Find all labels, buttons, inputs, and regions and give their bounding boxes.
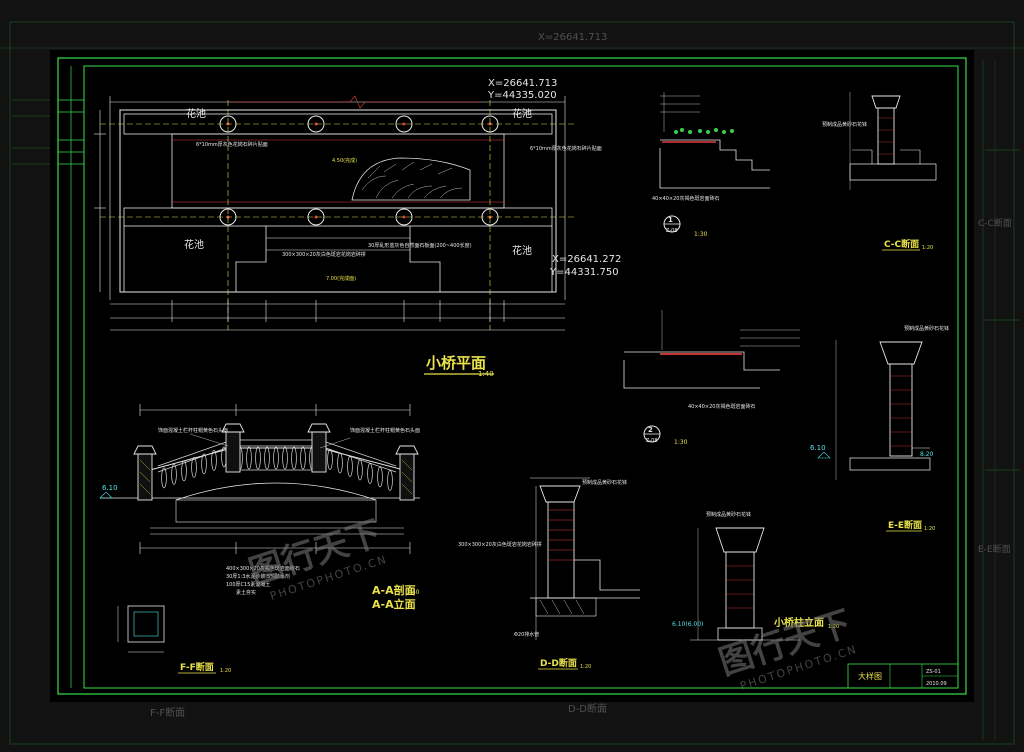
baluster <box>161 467 167 489</box>
plan-scale: 1:40 <box>478 370 494 378</box>
detail-1-note: 40×40×20灰褐色斑岩面砖石 <box>652 195 719 202</box>
pillar-note: 预制成品黄砂石花钵 <box>706 511 751 518</box>
ghost-ee-label: E-E断面 <box>978 543 1011 555</box>
baluster <box>264 446 270 470</box>
detail-2-ref: Z-08 <box>646 438 658 444</box>
baluster <box>211 450 217 471</box>
ff-title: F-F断面 <box>180 661 214 673</box>
svg-text:2: 2 <box>648 426 653 434</box>
plan-coord-ne-x: X=26641.713 <box>488 78 557 89</box>
flower-bed-label-sw: 花池 <box>184 238 204 251</box>
flower-bed-label-nw: 花池 <box>186 107 206 120</box>
svg-text:1: 1 <box>668 216 673 224</box>
drawing-sheet <box>50 50 974 702</box>
aa-scale: 1:40 <box>406 589 420 596</box>
outer-frame <box>57 57 967 695</box>
baluster <box>327 449 333 470</box>
baluster <box>181 460 187 482</box>
flower-bed-label-se: 花池 <box>512 244 532 257</box>
pillar-elevation-mark: 6.10(6.00) <box>672 621 703 628</box>
baluster <box>347 456 353 477</box>
baluster <box>171 464 177 485</box>
cc-note: 预制成品黄砂石花钵 <box>822 121 867 128</box>
detail-1-ref: Z-08 <box>666 228 678 234</box>
ee-note: 预制成品黄砂石花钵 <box>904 325 949 332</box>
aa-section-title: A-A剖面 <box>372 583 416 597</box>
ghost-cc-label: C-C断面 <box>978 217 1012 229</box>
detail-1-scale: 1:30 <box>694 231 708 238</box>
ghost-coordinate-label: X=26641.713 <box>538 32 607 43</box>
section-ee: 6.10 8.20 预制成品黄砂石花钵 E-E断面 1:20 <box>810 325 949 532</box>
dd-note-cap: 预制成品黄砂石花钵 <box>582 479 627 486</box>
flower-bed-label-ne: 花池 <box>512 107 532 120</box>
baluster <box>246 446 252 470</box>
title-block-date: 2010.09 <box>926 681 947 687</box>
plan-title: 小桥平面 <box>426 354 486 372</box>
aa-note-bottom-3: 100厚C15素混凝土 <box>226 581 270 588</box>
baluster <box>387 470 393 491</box>
ee-scale: 1:20 <box>924 526 935 532</box>
title-block-code: ZS-01 <box>926 669 941 675</box>
aa-elevation-title: A-A立面 <box>372 597 416 611</box>
baluster <box>273 446 279 470</box>
plan-note-paving-left: 6*10mm厚灰色花岗石碎片贴面 <box>196 141 268 148</box>
aa-elevation-left: 6.10 <box>102 484 118 492</box>
detail-2-edge: 2 Z-08 1:30 40×40×20灰褐色斑岩面砖石 <box>623 310 800 446</box>
baluster <box>377 466 383 488</box>
cc-title: C-C断面 <box>884 238 919 250</box>
dd-note-pipe: Φ20排水管 <box>514 631 539 638</box>
baluster <box>201 453 207 475</box>
aa-note-bottom-2: 30厚1:3水泥砂浆,5%防水剂 <box>226 573 290 580</box>
plan-note-center: 300×300×20灰白色斑岩花岗岩碎拼 <box>282 251 366 258</box>
baluster <box>255 446 261 470</box>
aa-note-bottom-1: 400×300×20灰褐色斑岩面砖石 <box>226 565 300 572</box>
baluster <box>191 457 197 478</box>
plan-note-paving-right: 6*10mm厚灰色花岗石碎片贴面 <box>530 145 602 152</box>
ee-elevation-1: 6.10 <box>810 444 826 452</box>
plan-elevation-2: 7.00(完成面) <box>326 275 356 282</box>
section-ff: F-F断面 1:20 <box>117 605 231 674</box>
aa-note-left: 饰面混凝土栏杆柱帽黄色石头面 <box>158 427 228 434</box>
bridge-plan-view: 花池 花池 花池 花池 X=26641.713 Y=44335.020 X=26… <box>94 78 621 378</box>
plan-coord-se-y: Y=44331.750 <box>549 267 619 278</box>
title-block-name: 大样图 <box>858 671 882 681</box>
aa-note-bottom-4: 素土夯实 <box>236 589 256 596</box>
section-cc: 预制成品黄砂石花钵 C-C断面 1:20 <box>822 92 937 251</box>
cc-scale: 1:20 <box>922 245 933 251</box>
aa-note-right: 饰面混凝土栏杆柱帽黄色石头面 <box>350 427 420 434</box>
baluster <box>367 463 373 484</box>
ee-title: E-E断面 <box>888 519 922 531</box>
pillar-title: 小桥柱立面 <box>773 616 824 629</box>
plan-coord-se-x: X=26641.272 <box>552 254 621 265</box>
detail-1-stairs: 1 Z-08 1:30 40×40×20灰褐色斑岩面砖石 <box>652 92 770 238</box>
dd-scale: 1:20 <box>580 664 591 670</box>
baluster <box>300 446 306 470</box>
detail-2-scale: 1:30 <box>674 439 688 446</box>
title-block: 大样图 ZS-01 2010.09 <box>847 663 959 689</box>
pillar-elevation: 6.10(6.00) 预制成品黄砂石花钵 小桥柱立面 1:20 <box>672 511 839 641</box>
pillar-scale: 1:20 <box>828 624 839 630</box>
baluster <box>282 446 288 470</box>
baluster <box>291 446 297 470</box>
ee-elevation-2: 8.20 <box>920 451 934 458</box>
ff-scale: 1:20 <box>220 668 231 674</box>
plan-coord-ne-y: Y=44335.020 <box>487 90 557 101</box>
section-dd: 预制成品黄砂石花钵 300×300×20灰白色斑岩花岗岩碎拼 Φ20排水管 D-… <box>458 477 640 670</box>
dd-title: D-D断面 <box>540 657 577 669</box>
ghost-ff-label: F-F断面 <box>150 706 185 719</box>
dd-note-finish: 300×300×20灰白色斑岩花岗岩碎拼 <box>458 541 542 548</box>
plan-elevation-1: 4.50(完成) <box>332 157 357 164</box>
detail-2-note: 40×40×20灰褐色斑岩面砖石 <box>688 403 755 410</box>
ghost-dd-label: D-D断面 <box>568 702 607 715</box>
baluster <box>357 459 363 481</box>
bridge-elevation-aa: 6.10 饰面混凝土栏杆柱帽黄色石头面 饰面混凝土栏杆柱帽黄色石头面 400×3… <box>99 404 420 611</box>
plan-note-right: 30厚乱形蓝灰色自然面石板面(200~400长度) <box>368 242 472 249</box>
baluster <box>337 452 343 474</box>
left-margin-table <box>58 66 84 688</box>
inner-frame <box>83 65 959 689</box>
